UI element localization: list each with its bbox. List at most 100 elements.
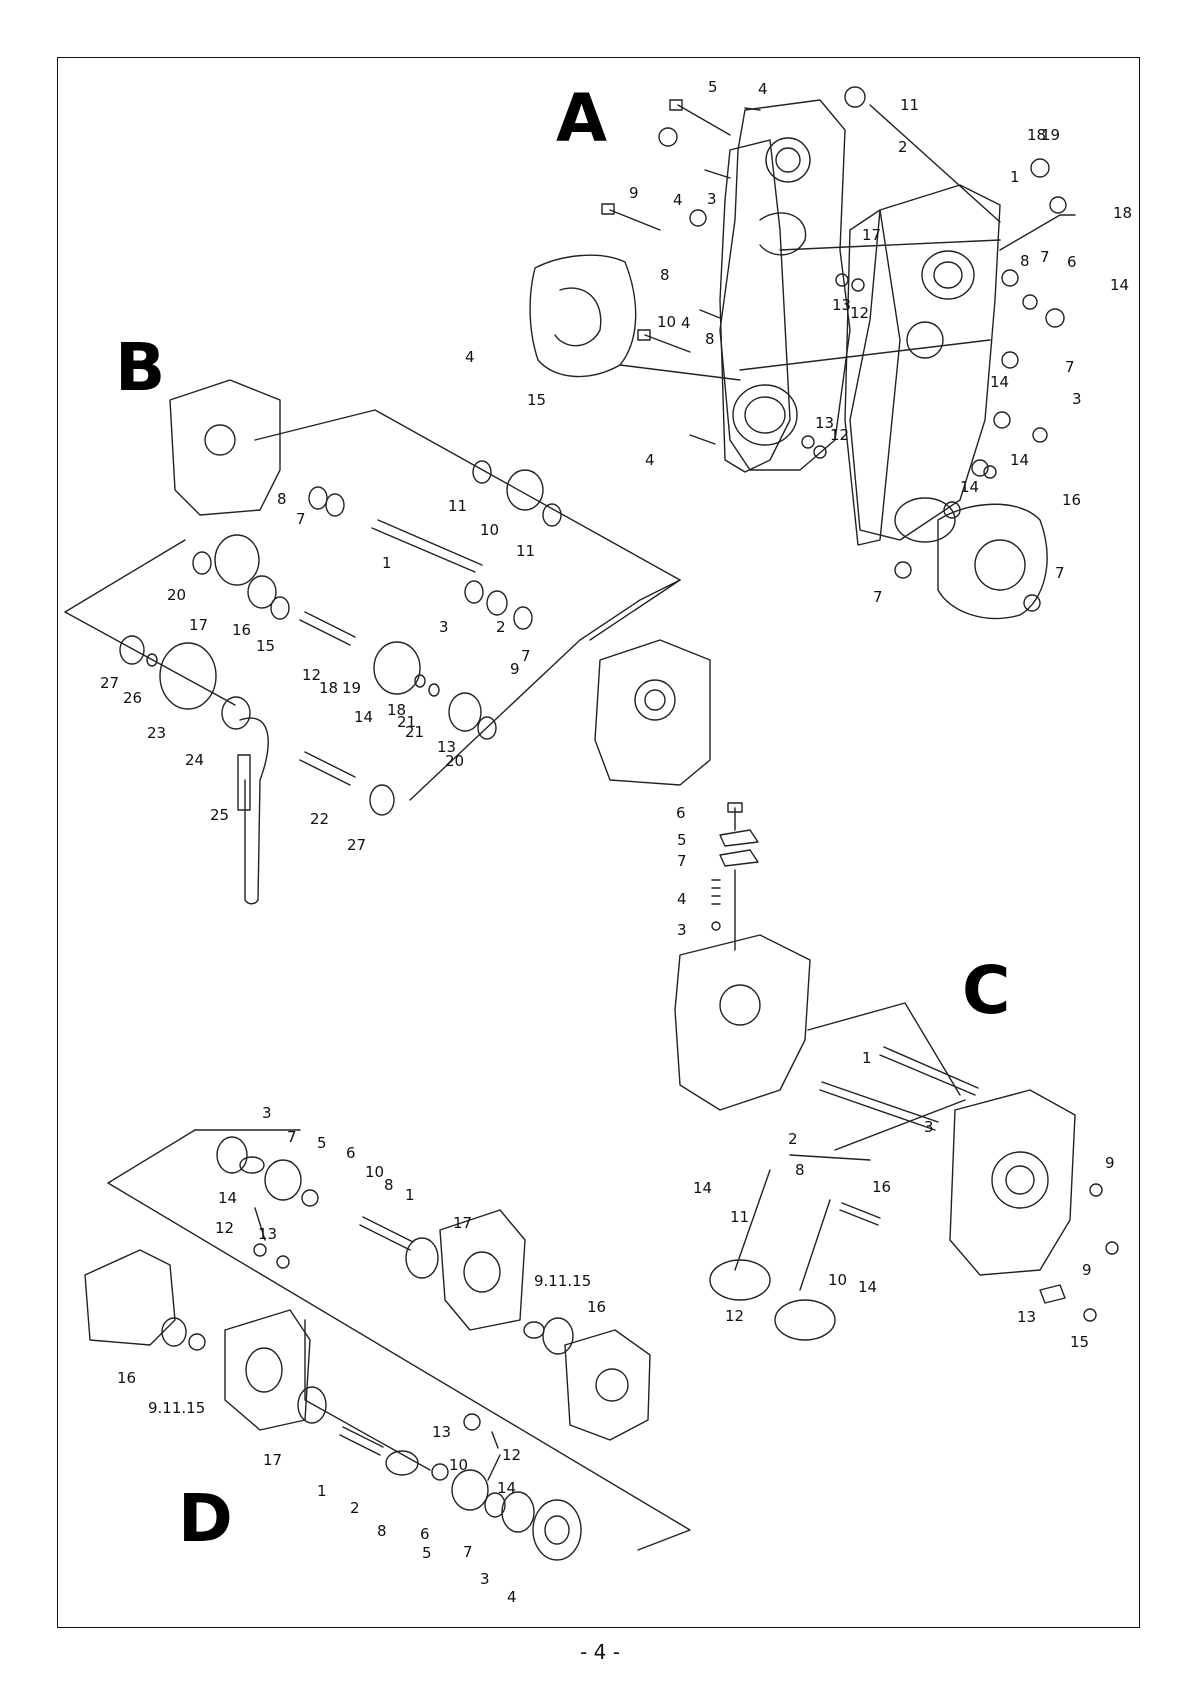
callout-d-13: 16 bbox=[117, 1369, 136, 1387]
callout-d-27: 4 bbox=[507, 1588, 517, 1606]
callout-a-12: 17 bbox=[862, 226, 881, 244]
callout-c-2: 7 bbox=[677, 852, 687, 870]
callout-d-7: 1 bbox=[405, 1186, 415, 1204]
callout-b-15: 18 bbox=[319, 679, 338, 697]
callout-d-18: 10 bbox=[449, 1456, 468, 1474]
callout-b-10: 3 bbox=[439, 618, 449, 636]
callout-c-17: 13 bbox=[1017, 1308, 1036, 1326]
callout-a-13: 7 bbox=[1040, 248, 1050, 266]
callout-c-7: 3 bbox=[924, 1118, 934, 1136]
callout-c-8: 8 bbox=[795, 1161, 805, 1179]
callout-c-15: 9 bbox=[1082, 1261, 1092, 1279]
callout-a-25: 7 bbox=[1065, 358, 1075, 376]
callout-a-32: 16 bbox=[1062, 491, 1081, 509]
callout-a-33: 7 bbox=[1055, 564, 1065, 582]
callout-a-34: 7 bbox=[873, 588, 883, 606]
callout-c-6: 2 bbox=[788, 1130, 798, 1148]
callout-b-29: 27 bbox=[347, 836, 366, 854]
callout-b-2: 11 bbox=[448, 497, 467, 515]
callout-d-15: 17 bbox=[263, 1451, 282, 1469]
callout-d-1: 7 bbox=[287, 1128, 297, 1146]
callout-b-6: 20 bbox=[167, 586, 186, 604]
callout-d-11: 9.11.15 bbox=[534, 1272, 591, 1290]
callout-b-13: 9 bbox=[510, 660, 520, 678]
callout-a-1: 4 bbox=[758, 80, 768, 98]
callout-a-8: 9 bbox=[629, 184, 639, 202]
callout-d-23: 6 bbox=[420, 1525, 430, 1543]
callout-b-17: 14 bbox=[354, 708, 373, 726]
callout-c-13: 10 bbox=[828, 1271, 847, 1289]
callout-b-0: 8 bbox=[277, 490, 287, 508]
callout-b-12: 7 bbox=[521, 647, 531, 665]
callout-d-3: 6 bbox=[346, 1144, 356, 1162]
page-frame bbox=[57, 57, 1140, 1628]
callout-c-0: 6 bbox=[676, 804, 686, 822]
callout-b-3: 10 bbox=[480, 521, 499, 539]
callout-b-4: 11 bbox=[516, 542, 535, 560]
section-label-d: D bbox=[178, 1480, 233, 1557]
callout-a-31: 14 bbox=[960, 478, 979, 496]
callout-c-16: 12 bbox=[725, 1307, 744, 1325]
callout-d-16: 13 bbox=[432, 1423, 451, 1441]
callout-c-3: 4 bbox=[677, 890, 687, 908]
callout-a-27: 4 bbox=[645, 451, 655, 469]
callout-b-20: 21 bbox=[405, 723, 424, 741]
callout-d-8: 12 bbox=[215, 1219, 234, 1237]
callout-d-9: 13 bbox=[258, 1225, 277, 1243]
callout-d-0: 3 bbox=[262, 1104, 272, 1122]
callout-b-21: 13 bbox=[437, 738, 456, 756]
diagram-b-drawing bbox=[64, 379, 711, 905]
callout-a-29: 12 bbox=[830, 426, 849, 444]
callout-a-5: 18 bbox=[1027, 126, 1046, 144]
diagram-c-drawing bbox=[674, 802, 1119, 1341]
callout-d-24: 5 bbox=[422, 1544, 432, 1562]
callout-a-14: 8 bbox=[1020, 252, 1030, 270]
callout-a-17: 13 bbox=[832, 296, 851, 314]
callout-a-16: 14 bbox=[1110, 276, 1129, 294]
callout-a-3: 2 bbox=[898, 138, 908, 156]
callout-d-2: 5 bbox=[317, 1134, 327, 1152]
callout-c-4: 3 bbox=[677, 921, 687, 939]
callout-c-11: 14 bbox=[693, 1179, 712, 1197]
callout-a-18: 12 bbox=[850, 304, 869, 322]
callout-a-28: 13 bbox=[815, 414, 834, 432]
callout-b-27: 22 bbox=[310, 810, 329, 828]
callout-a-11: 8 bbox=[660, 266, 670, 284]
callout-d-4: 10 bbox=[365, 1163, 384, 1181]
callout-c-9: 16 bbox=[872, 1178, 891, 1196]
diagram-d-drawing bbox=[84, 1129, 691, 1561]
callout-d-19: 14 bbox=[497, 1479, 516, 1497]
callout-a-24: 14 bbox=[990, 373, 1009, 391]
callout-b-9: 15 bbox=[256, 637, 275, 655]
callout-a-15: 6 bbox=[1067, 253, 1077, 271]
callout-b-23: 27 bbox=[100, 674, 119, 692]
callout-d-21: 2 bbox=[350, 1499, 360, 1517]
callout-b-5: 1 bbox=[382, 554, 392, 572]
callout-a-2: 11 bbox=[900, 96, 919, 114]
section-label-a: A bbox=[556, 80, 608, 157]
callout-a-30: 14 bbox=[1010, 451, 1029, 469]
callout-a-7: 18 bbox=[1113, 204, 1132, 222]
diagram-a-drawing bbox=[529, 86, 1076, 620]
callout-a-26: 3 bbox=[1072, 390, 1082, 408]
callout-b-1: 7 bbox=[296, 510, 306, 528]
callout-b-14: 12 bbox=[302, 666, 321, 684]
callout-d-10: 17 bbox=[453, 1214, 472, 1232]
callout-c-5: 1 bbox=[862, 1049, 872, 1067]
callout-a-4: 1 bbox=[1010, 168, 1020, 186]
callout-b-28: 25 bbox=[210, 806, 229, 824]
callout-b-7: 17 bbox=[189, 616, 208, 634]
callout-a-20: 10 bbox=[657, 313, 676, 331]
callout-a-9: 4 bbox=[673, 191, 683, 209]
callout-d-12: 16 bbox=[587, 1298, 606, 1316]
callout-a-6: 19 bbox=[1041, 126, 1060, 144]
callout-b-18: 18 bbox=[387, 701, 406, 719]
callout-d-26: 3 bbox=[480, 1570, 490, 1588]
callout-d-5: 8 bbox=[384, 1176, 394, 1194]
callout-d-17: 12 bbox=[502, 1446, 521, 1464]
callout-d-22: 8 bbox=[377, 1522, 387, 1540]
callout-a-23: 15 bbox=[527, 391, 546, 409]
section-label-b: B bbox=[115, 329, 166, 406]
